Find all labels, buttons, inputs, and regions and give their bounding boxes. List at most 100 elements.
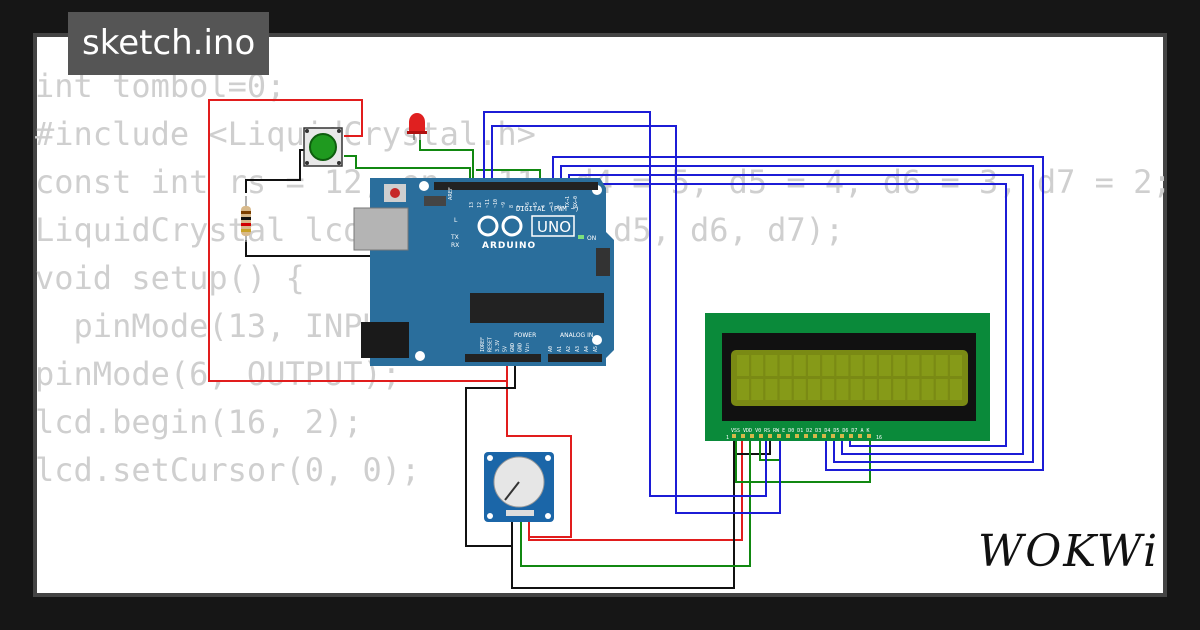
lcd-cell xyxy=(879,379,891,400)
power-pin-label: GND xyxy=(518,343,524,352)
lcd-character-grid xyxy=(737,355,962,400)
lcd-cell xyxy=(836,355,849,376)
lcd-pin-last: 16 xyxy=(876,435,882,441)
power-header xyxy=(465,354,541,362)
led-label-tx: TX xyxy=(450,234,459,241)
lcd-cell xyxy=(907,355,920,376)
lcd-cell xyxy=(893,379,906,400)
analog-pin-label: A1 xyxy=(557,346,563,352)
lcd-pin-labels: VSS VDD V0 RS RW E D0 D1 D2 D3 D4 D5 D6 … xyxy=(731,428,869,434)
power-label: POWER xyxy=(514,332,536,339)
digital-label: DIGITAL (PWM ~) xyxy=(516,205,579,213)
arduino-infinity-logo xyxy=(477,215,523,237)
power-pin-label: GND xyxy=(510,343,516,352)
lcd-cell xyxy=(737,355,749,376)
analog-pin-label: A4 xyxy=(584,346,590,352)
lcd-pin[interactable] xyxy=(759,434,763,438)
wokwi-logo: WOKWi xyxy=(978,526,1160,577)
digital-pin-label: ~11 xyxy=(485,199,491,208)
arduino-uno-board[interactable]: UNO ARDUINO DIGITAL (PWM ~) ON L TX RX P… xyxy=(353,178,614,366)
code-line: lcd.begin(16, 2); xyxy=(35,403,363,441)
digital-pin-label: RX←0 xyxy=(573,196,579,208)
lcd-cell xyxy=(751,355,764,376)
lcd-cell xyxy=(822,355,835,376)
lcd-cell xyxy=(765,355,778,376)
power-pin-label: Vin xyxy=(525,343,531,352)
analog-label: ANALOG IN xyxy=(560,332,593,339)
lcd-cell xyxy=(779,355,792,376)
lcd-cell xyxy=(793,379,806,400)
lcd-pin[interactable] xyxy=(858,434,862,438)
lcd-cell xyxy=(935,379,948,400)
pot-indicator xyxy=(504,481,520,501)
lcd-pin[interactable] xyxy=(822,434,826,438)
analog-pin-label: A5 xyxy=(593,346,599,352)
lcd-pin[interactable] xyxy=(831,434,835,438)
wire-black-lcd-2 xyxy=(733,436,771,455)
board-logo-text: ARDUINO xyxy=(482,241,536,251)
lcd-cell xyxy=(822,379,835,400)
digital-pin-label: 4 xyxy=(541,205,547,208)
lcd-cell xyxy=(808,379,820,400)
analog-header xyxy=(548,354,602,362)
digital-pin-label: ~3 xyxy=(549,202,555,208)
wire-green-pot xyxy=(520,436,751,567)
wire-green-button xyxy=(344,155,471,185)
lcd-pin[interactable] xyxy=(768,434,772,438)
lcd-cell xyxy=(751,379,764,400)
file-name-tab: sketch.ino xyxy=(68,12,270,75)
lcd-cell xyxy=(921,379,934,400)
on-label: ON xyxy=(587,235,596,242)
lcd-pin[interactable] xyxy=(741,434,745,438)
lcd-pin[interactable] xyxy=(732,434,736,438)
lcd-cell xyxy=(921,355,934,376)
wires xyxy=(208,99,1044,589)
power-pin-label: 3.3V xyxy=(495,340,501,352)
lcd-pin[interactable] xyxy=(804,434,808,438)
lcd-pin[interactable] xyxy=(867,434,871,438)
code-line: void setup() { xyxy=(35,259,305,297)
lcd-cell xyxy=(879,355,891,376)
wire-blue-4 xyxy=(560,165,1034,463)
lcd-cell xyxy=(779,379,792,400)
lcd-pin[interactable] xyxy=(777,434,781,438)
lcd-pin[interactable] xyxy=(750,434,754,438)
lcd-cell xyxy=(864,379,877,400)
lcd-cell xyxy=(950,355,962,376)
lcd-pin[interactable] xyxy=(786,434,790,438)
lcd-pin[interactable] xyxy=(795,434,799,438)
digital-pin-label: TX→1 xyxy=(565,196,571,208)
resistor xyxy=(241,196,251,242)
lcd-cell xyxy=(793,355,806,376)
analog-pin-label: A2 xyxy=(566,346,572,352)
push-button[interactable] xyxy=(303,127,343,167)
analog-pin-label: A0 xyxy=(548,346,554,352)
lcd-cell xyxy=(935,355,948,376)
analog-pin-label: A3 xyxy=(575,346,581,352)
digital-pin-label: ~10 xyxy=(493,199,499,208)
aref-label: AREF xyxy=(448,187,454,200)
lcd-cell xyxy=(737,379,749,400)
wire-green-lcd xyxy=(735,436,871,483)
lcd-pin[interactable] xyxy=(840,434,844,438)
wire-blue-1 xyxy=(483,111,767,497)
lcd-cell xyxy=(850,355,863,376)
lcd-pin[interactable] xyxy=(813,434,817,438)
digital-pin-label: ~6 xyxy=(525,202,531,208)
potentiometer[interactable] xyxy=(484,452,554,522)
wire-red-lcd xyxy=(528,436,743,541)
digital-pin-label: 7 xyxy=(517,205,523,208)
board-model: UNO xyxy=(537,218,571,236)
code-line: const int rs = 12, en = 11, d4 = 5, d5 =… xyxy=(35,163,1172,201)
lcd-pin-header xyxy=(732,434,871,438)
digital-pin-label: 12 xyxy=(477,202,483,208)
power-pin-label: 5V xyxy=(503,346,509,352)
wire-black-gnd-1 xyxy=(245,149,304,193)
digital-pin-label: 8 xyxy=(509,205,515,208)
power-pin-label: IOREF xyxy=(480,337,486,352)
lcd-pin[interactable] xyxy=(849,434,853,438)
